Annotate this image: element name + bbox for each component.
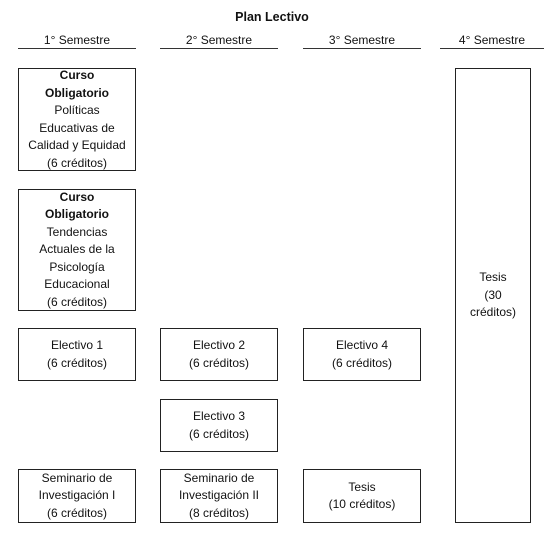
course-name-line: Investigación I — [38, 488, 116, 503]
course-credits: (10 créditos) — [328, 497, 396, 511]
course-credits: (6 créditos) — [188, 355, 250, 370]
course-electivo-2: Electivo 2 (6 créditos) — [160, 328, 278, 381]
course-name-line: Educativas de — [39, 120, 115, 135]
course-name-line: Seminario de — [183, 470, 255, 485]
course-electivo-4: Electivo 4 (6 créditos) — [303, 328, 421, 381]
course-seminario-1: Seminario de Investigación I (6 créditos… — [18, 469, 136, 523]
course-name-line: Tendencias — [46, 224, 108, 239]
semester-3-rule — [303, 48, 421, 49]
course-seminario-2: Seminario de Investigación II (8 crédito… — [160, 469, 278, 523]
course-name-line: Electivo 4 — [335, 338, 389, 352]
course-tesis-10: Tesis (10 créditos) — [303, 469, 421, 523]
course-name-line: Actuales de la — [39, 242, 115, 257]
course-name-line: Psicología — [49, 259, 105, 274]
course-name-line: Calidad y Equidad — [28, 138, 126, 152]
course-credits: (6 créditos) — [46, 355, 108, 370]
course-credits: (6 créditos) — [46, 155, 108, 170]
course-name-line: Seminario de — [41, 470, 113, 485]
course-credits: (30 — [484, 287, 502, 302]
course-name-line: Electivo 3 — [192, 409, 246, 423]
semester-2-header: 2° Semestre — [185, 33, 253, 47]
course-electivo-1: Electivo 1 (6 créditos) — [18, 328, 136, 381]
course-name-line: Tesis — [479, 270, 507, 285]
semester-2-rule — [160, 48, 278, 49]
course-politicas-educativas: Curso Obligatorio Políticas Educativas d… — [18, 68, 136, 171]
plan-title: Plan Lectivo — [235, 10, 309, 24]
course-credits: (6 créditos) — [188, 426, 250, 441]
course-credits: créditos) — [469, 305, 516, 320]
course-type-label: Obligatorio — [45, 207, 109, 222]
course-credits: (8 créditos) — [188, 505, 250, 520]
course-name-line: Electivo 2 — [192, 338, 246, 352]
course-type-label: Curso — [59, 68, 95, 82]
course-credits: (6 créditos) — [46, 294, 108, 309]
course-electivo-3: Electivo 3 (6 créditos) — [160, 399, 278, 452]
course-name-line: Tesis — [348, 479, 376, 494]
course-name-line: Educacional — [44, 277, 110, 292]
semester-4-header: 4° Semestre — [458, 33, 526, 47]
course-type-label: Obligatorio — [45, 85, 109, 100]
semester-1-rule — [18, 48, 136, 49]
semester-3-header: 3° Semestre — [328, 33, 396, 47]
course-tendencias-actuales: Curso Obligatorio Tendencias Actuales de… — [18, 189, 136, 311]
course-name-line: Políticas — [54, 103, 100, 117]
course-name-line: Electivo 1 — [50, 338, 104, 352]
course-type-label: Curso — [59, 189, 95, 204]
course-credits: (6 créditos) — [331, 355, 393, 370]
semester-1-header: 1° Semestre — [43, 33, 111, 47]
course-tesis-30: Tesis (30 créditos) — [455, 68, 531, 523]
course-name-line: Investigación II — [178, 488, 260, 503]
course-credits: (6 créditos) — [46, 505, 108, 520]
semester-4-rule — [440, 48, 544, 49]
